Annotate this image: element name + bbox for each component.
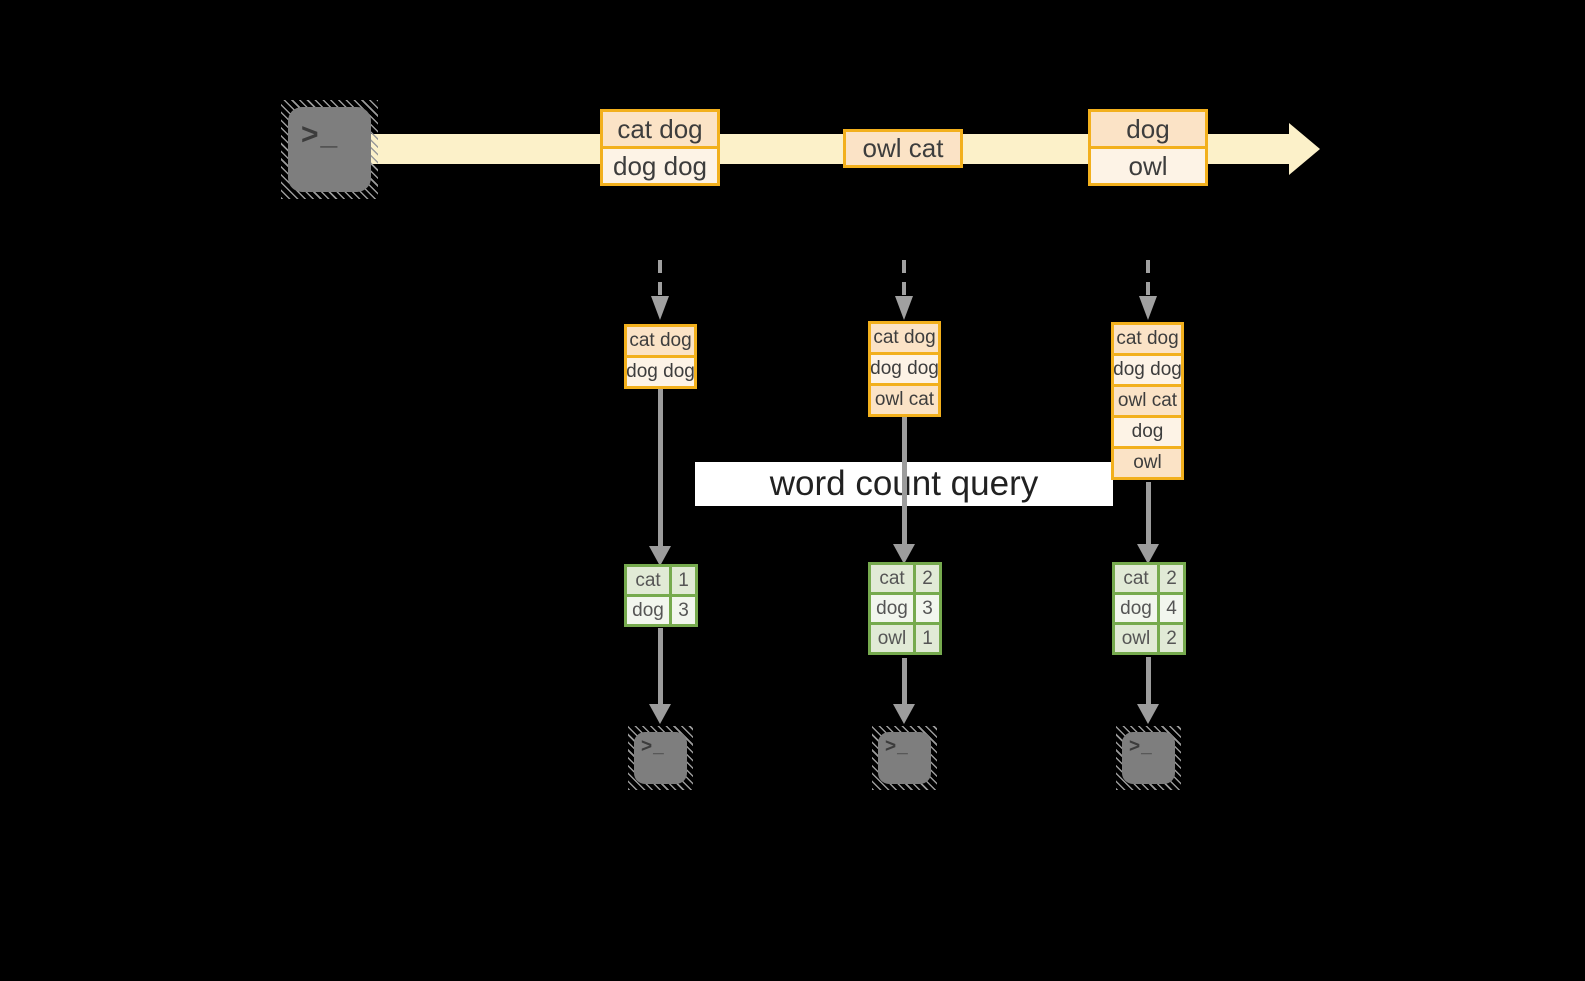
dashed-arrowhead-icon [1139, 296, 1157, 320]
table-row: owl 1 [871, 625, 939, 652]
flow-arrowhead-icon [1137, 704, 1159, 724]
dashed-arrow [902, 260, 906, 298]
count-cell: 4 [1160, 595, 1183, 622]
count-cell: 1 [672, 567, 695, 594]
sink-terminal-icon: >_ [1116, 726, 1181, 790]
flow-arrow [1146, 657, 1151, 704]
terminal-body [634, 732, 687, 784]
terminal-prompt-glyph: >_ [641, 736, 665, 757]
count-cell: 3 [672, 597, 695, 624]
state-row: cat dog [627, 327, 694, 355]
word-count-table-3: cat 2 dog 4 owl 2 [1112, 562, 1186, 655]
word-cell: dog [871, 595, 913, 622]
input-stream-arrowhead-icon [1289, 123, 1320, 175]
flow-arrowhead-icon [649, 546, 671, 566]
stream-message: cat dog [603, 112, 717, 146]
stream-message: owl cat [846, 132, 960, 165]
table-row: cat 2 [1115, 565, 1183, 592]
count-cell: 2 [916, 565, 939, 592]
terminal-body [288, 107, 371, 192]
word-cell: dog [1115, 595, 1157, 622]
flow-arrow [1146, 482, 1151, 544]
dashed-arrowhead-icon [895, 296, 913, 320]
flow-arrow [658, 628, 663, 704]
source-terminal-icon: >_ [281, 100, 378, 199]
word-cell: owl [1115, 625, 1157, 652]
sink-terminal-icon: >_ [872, 726, 937, 790]
state-row: dog dog [870, 352, 939, 383]
stream-batch-3: dog owl [1088, 109, 1208, 186]
stream-message: dog dog [603, 146, 717, 183]
table-row: cat 2 [871, 565, 939, 592]
dashed-arrow [1146, 260, 1150, 298]
flow-arrow [902, 417, 907, 544]
count-cell: 3 [916, 595, 939, 622]
word-cell: cat [627, 567, 669, 594]
word-cell: cat [1115, 565, 1157, 592]
table-row: dog 3 [871, 595, 939, 622]
table-row: dog 3 [627, 597, 695, 624]
dashed-arrowhead-icon [651, 296, 669, 320]
state-row: dog dog [626, 355, 695, 386]
state-row: owl cat [1114, 384, 1181, 415]
count-cell: 1 [916, 625, 939, 652]
state-row: dog dog [1113, 353, 1182, 384]
terminal-body [878, 732, 931, 784]
state-row: cat dog [871, 324, 938, 352]
flow-arrowhead-icon [649, 704, 671, 724]
stream-message: owl [1091, 146, 1205, 183]
sink-terminal-icon: >_ [628, 726, 693, 790]
terminal-prompt-glyph: >_ [1129, 736, 1153, 757]
dashed-arrow [658, 260, 662, 298]
table-row: cat 1 [627, 567, 695, 594]
word-cell: cat [871, 565, 913, 592]
terminal-prompt-glyph: >_ [885, 736, 909, 757]
stream-batch-2: owl cat [843, 129, 963, 168]
state-stack-1: cat dog dog dog [624, 324, 697, 389]
word-cell: dog [627, 597, 669, 624]
terminal-body [1122, 732, 1175, 784]
state-row: owl [1114, 446, 1181, 477]
word-cell: owl [871, 625, 913, 652]
state-row: dog [1114, 415, 1181, 446]
state-row: cat dog [1114, 325, 1181, 353]
count-cell: 2 [1160, 625, 1183, 652]
flow-arrowhead-icon [893, 544, 915, 564]
word-count-table-1: cat 1 dog 3 [624, 564, 698, 627]
flow-arrow [658, 387, 663, 546]
flow-arrow [902, 658, 907, 704]
stream-batch-1: cat dog dog dog [600, 109, 720, 186]
flow-arrowhead-icon [893, 704, 915, 724]
stream-message: dog [1091, 112, 1205, 146]
table-row: dog 4 [1115, 595, 1183, 622]
flow-arrowhead-icon [1137, 544, 1159, 564]
state-row: owl cat [871, 383, 938, 414]
word-count-table-2: cat 2 dog 3 owl 1 [868, 562, 942, 655]
terminal-prompt-glyph: >_ [301, 118, 340, 151]
count-cell: 2 [1160, 565, 1183, 592]
state-stack-2: cat dog dog dog owl cat [868, 321, 941, 417]
table-row: owl 2 [1115, 625, 1183, 652]
state-stack-3: cat dog dog dog owl cat dog owl [1111, 322, 1184, 480]
